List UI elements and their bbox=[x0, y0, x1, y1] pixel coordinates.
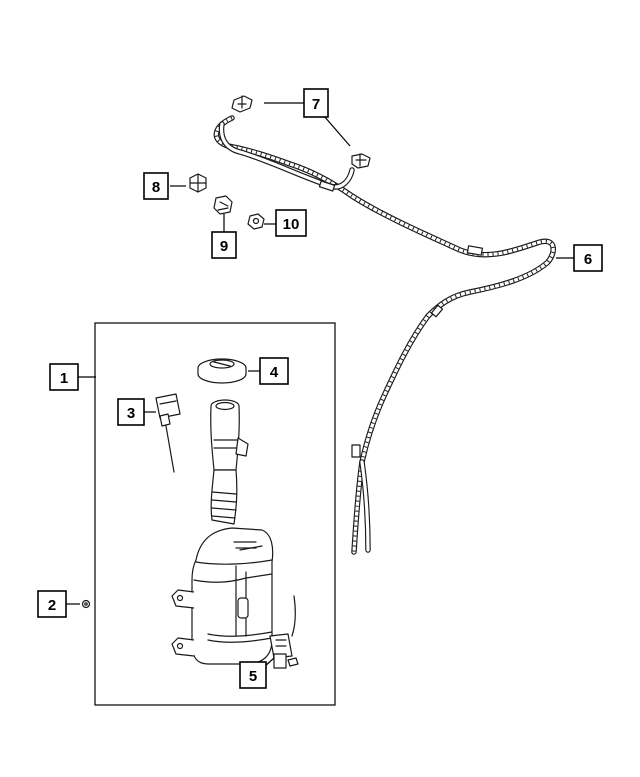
callout-10: 10 bbox=[275, 209, 307, 237]
callout-7: 7 bbox=[303, 88, 329, 118]
reservoir-cap-part-4 bbox=[197, 358, 247, 384]
callout-5: 5 bbox=[239, 661, 267, 689]
clip-part-7-top bbox=[231, 95, 253, 113]
callout-5-label: 5 bbox=[249, 668, 257, 685]
clip-part-7-right bbox=[351, 153, 371, 169]
callout-1: 1 bbox=[49, 363, 79, 391]
level-sensor-part-3 bbox=[155, 393, 181, 473]
washer-pump-part-5 bbox=[269, 595, 299, 669]
clip-part-10 bbox=[247, 213, 265, 230]
callout-6-label: 6 bbox=[584, 251, 592, 268]
leader-lines bbox=[66, 102, 574, 668]
clip-part-8 bbox=[189, 173, 207, 193]
callout-2: 2 bbox=[37, 590, 67, 618]
assembly-frame bbox=[94, 322, 336, 706]
callout-7-label: 7 bbox=[312, 96, 320, 113]
washer-reservoir bbox=[171, 399, 274, 665]
callout-10-label: 10 bbox=[283, 216, 300, 233]
callout-9: 9 bbox=[211, 231, 237, 259]
callout-4-label: 4 bbox=[270, 364, 279, 381]
callout-2-label: 2 bbox=[48, 597, 56, 614]
washer-hose bbox=[213, 115, 556, 555]
callout-4: 4 bbox=[259, 357, 289, 385]
callout-1-label: 1 bbox=[60, 370, 68, 387]
callout-8: 8 bbox=[143, 172, 169, 200]
fastener-part-2 bbox=[81, 599, 91, 609]
callout-9-label: 9 bbox=[220, 238, 228, 255]
callout-3-label: 3 bbox=[127, 405, 135, 422]
callout-8-label: 8 bbox=[152, 179, 160, 196]
nozzle-part-9 bbox=[213, 195, 233, 215]
callout-3: 3 bbox=[117, 398, 145, 426]
callout-6: 6 bbox=[573, 244, 603, 272]
